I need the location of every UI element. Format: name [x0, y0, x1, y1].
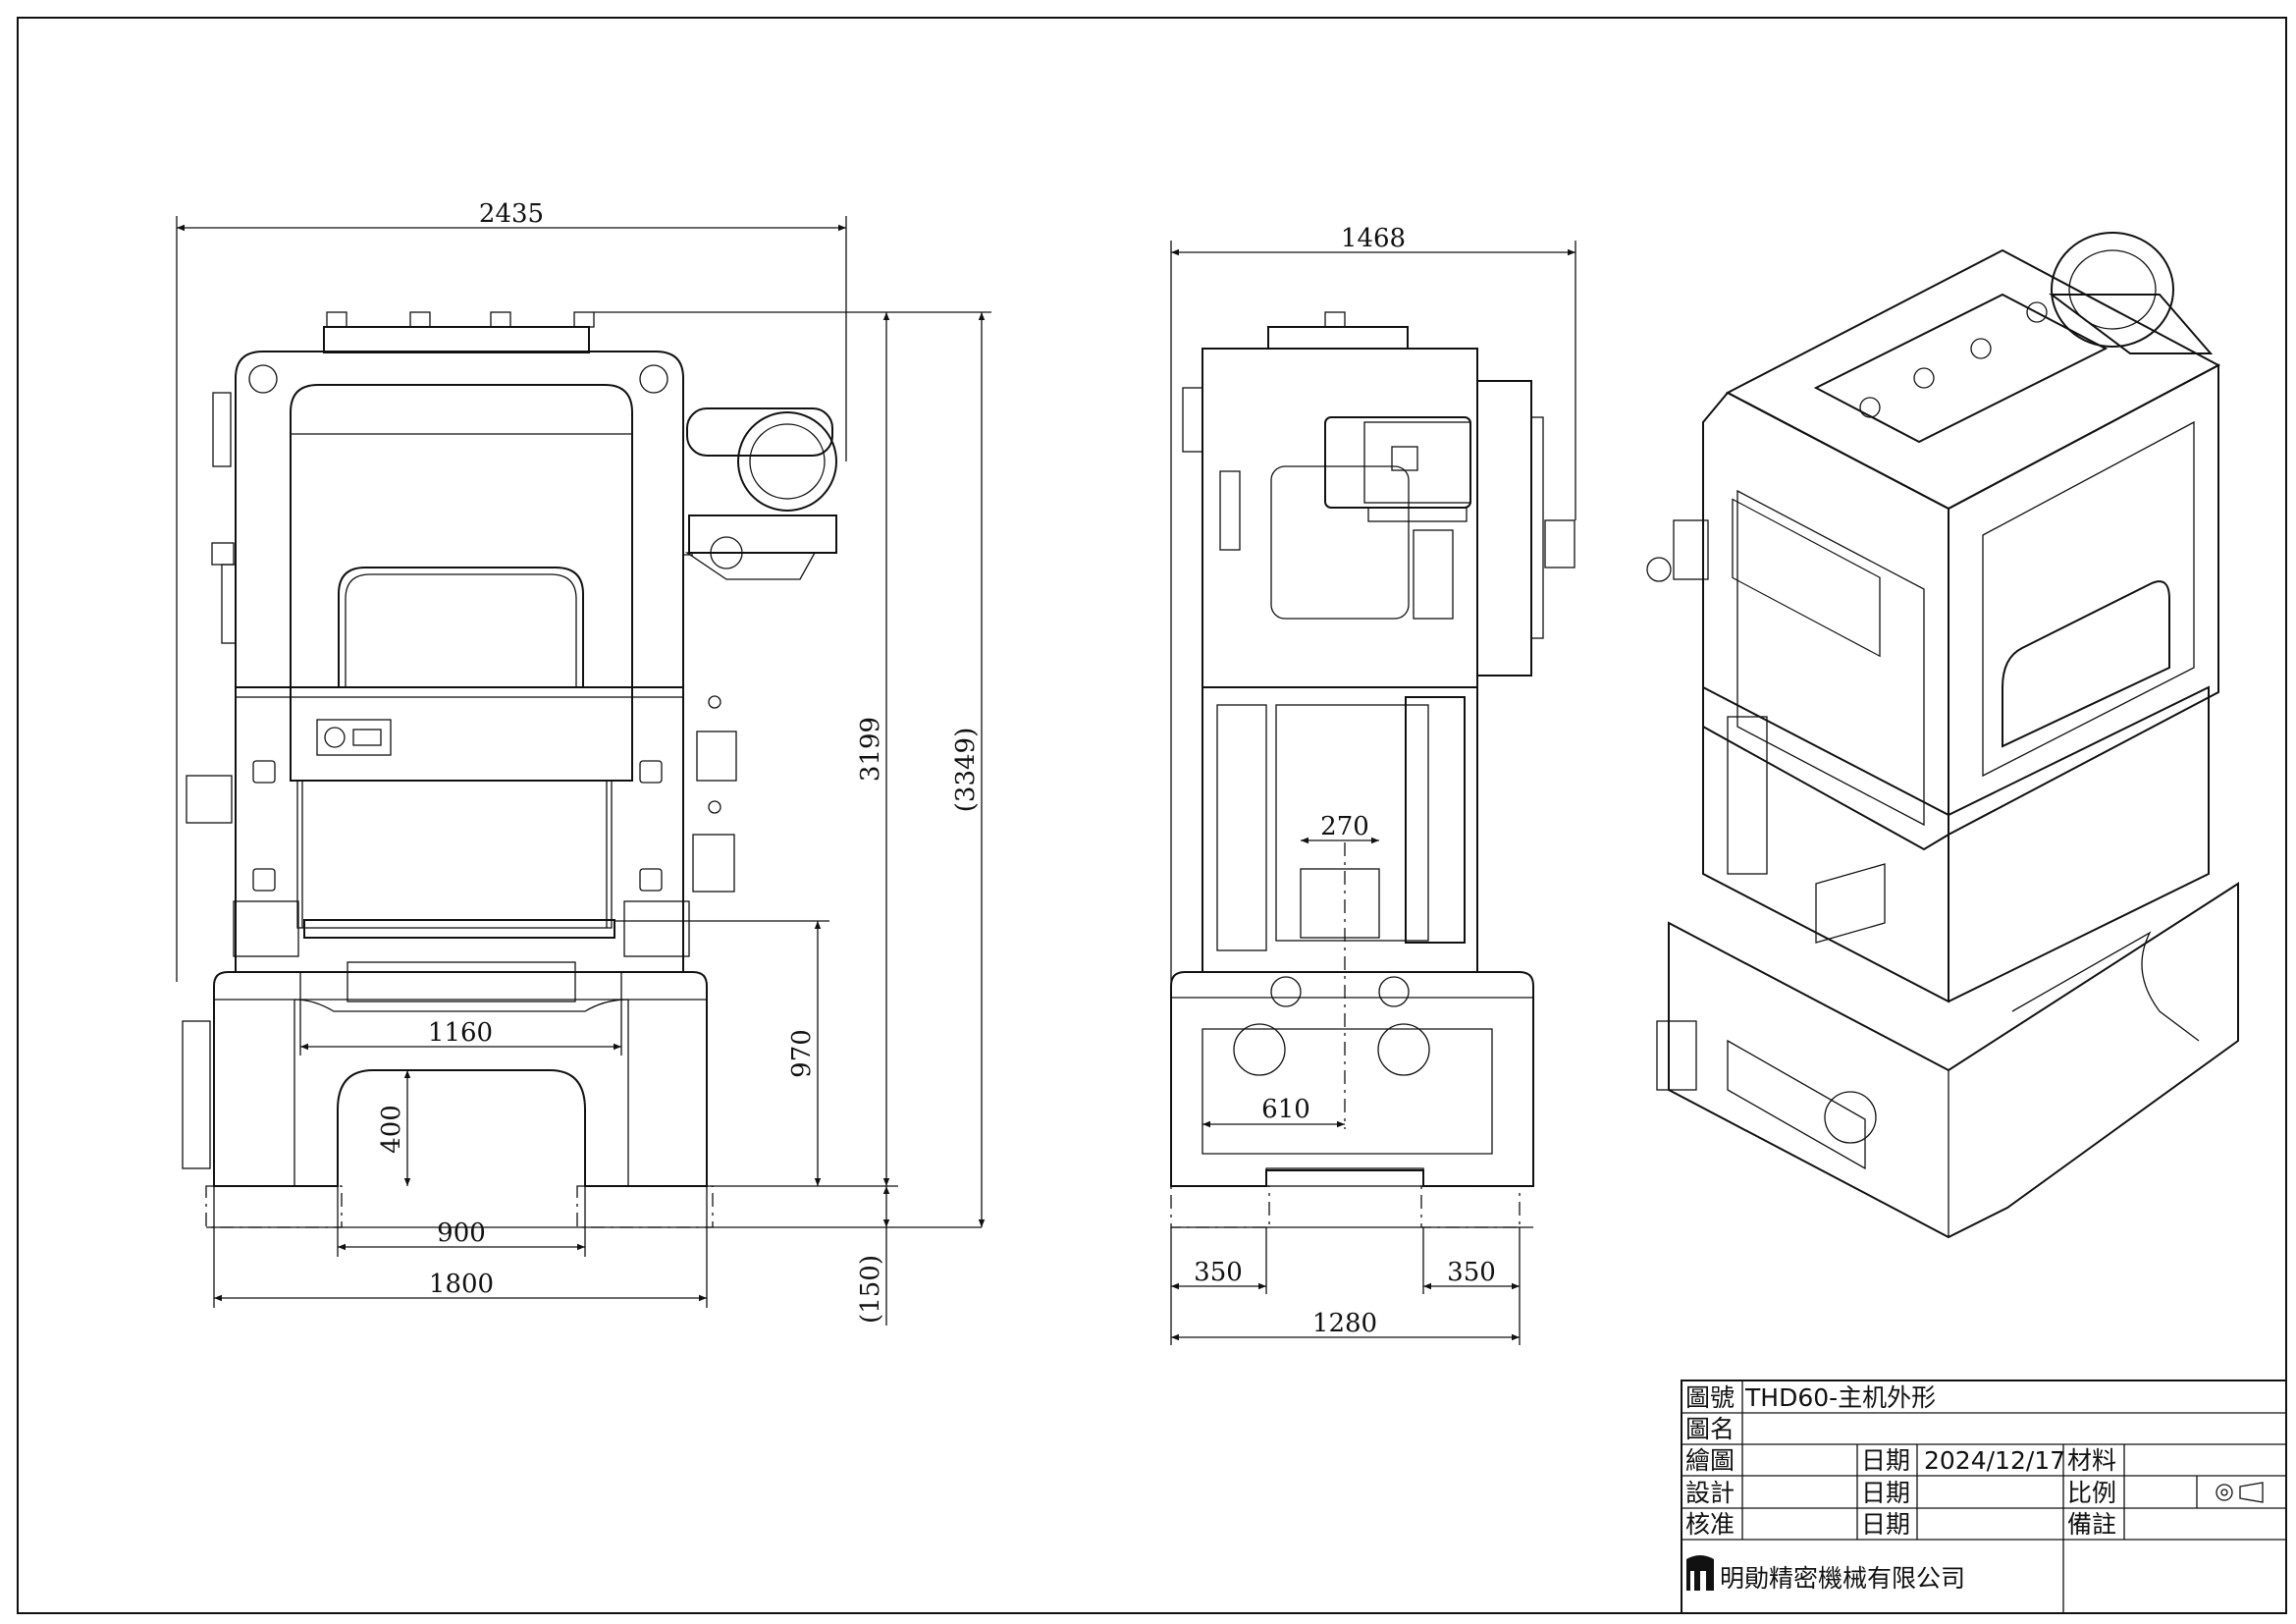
right-valves: [692, 695, 737, 893]
dim-3199: 3199: [594, 311, 903, 1186]
dim-label-base-depth: 1280: [1312, 1309, 1377, 1338]
side-inner-panel: [1275, 704, 1429, 942]
tb-material-label: 材料: [2067, 1446, 2116, 1475]
dim-label-overall-height: (3349): [951, 728, 981, 812]
projection-symbol-icon: [2216, 1482, 2264, 1503]
control-switch-box: [316, 719, 392, 756]
side-view: 1468 270 610 350 350 1280: [1170, 224, 1576, 1345]
dim-label-table-height: 970: [787, 1029, 817, 1078]
dim-1160: 1160: [299, 972, 622, 1056]
tb-design-label: 設計: [1685, 1479, 1735, 1507]
company-logo: [1686, 1555, 1714, 1591]
iso-base: [1668, 882, 2239, 1239]
tb-date-label-1: 日期: [1861, 1446, 1910, 1475]
bolster: [303, 919, 615, 939]
foundation-pad-right: [576, 1185, 714, 1228]
dim-label-bolster-depth: 610: [1261, 1095, 1310, 1124]
dim-label-overall-width: 2435: [479, 199, 544, 229]
tb-company-name: 明勛精密機械有限公司: [1720, 1564, 1965, 1593]
dim-400: 400: [377, 1070, 411, 1186]
tb-date-value: 2024/12/17: [1924, 1446, 2065, 1475]
dim-label-base-width: 1800: [429, 1270, 494, 1299]
tb-drawn-label: 繪圖: [1685, 1446, 1735, 1475]
dim-label-foot-right: 350: [1447, 1258, 1496, 1287]
left-valves: [182, 775, 233, 1169]
base: [213, 971, 708, 1187]
dim-350-right: 350: [1422, 1227, 1521, 1345]
dim-label-slide-opening: 270: [1320, 812, 1369, 841]
tb-approve-label: 核准: [1685, 1510, 1735, 1539]
dim-label-overall-depth: 1468: [1341, 224, 1406, 253]
tb-drawing-no-label: 圖號: [1685, 1383, 1735, 1412]
crown-cap: [323, 326, 590, 353]
tb-remarks-label: 備註: [2067, 1510, 2116, 1539]
dim-350-left: 350: [1170, 1227, 1267, 1345]
dim-label-foundation: (150): [856, 1255, 885, 1324]
slide-guard: [338, 567, 584, 687]
iso-frame: [1702, 391, 1949, 851]
dim-label-bed-opening: 1160: [428, 1018, 493, 1048]
lift-hole-right: [639, 364, 668, 394]
side-crown-cap: [1267, 326, 1409, 350]
isometric-view: [1646, 232, 2239, 1239]
side-base: [1170, 971, 1534, 1187]
side-frame-upper: [1201, 348, 1478, 688]
tb-date-label-2: 日期: [1861, 1479, 1910, 1507]
dim-970: 970: [614, 920, 898, 1187]
dim-270: 270: [1301, 812, 1379, 844]
side-foundation-left: [1170, 1185, 1270, 1228]
adjust-knobs: [326, 311, 595, 328]
dim-2435: 2435: [176, 199, 847, 982]
dim-label-height: 3199: [856, 717, 885, 782]
lift-hole-left: [248, 364, 278, 394]
frame-window-upper: [290, 384, 633, 687]
tb-scale-label: 比例: [2067, 1479, 2116, 1507]
frame-upper: [235, 351, 684, 688]
tb-drawing-no-value: THD60-主机外形: [1744, 1383, 1936, 1412]
motor-assembly: [683, 407, 837, 580]
iso-lower: [1702, 685, 1949, 1003]
iso-flywheel: [2049, 232, 2214, 354]
front-view: 2435 3199 (3349) (150) 970 1160: [176, 199, 991, 1326]
dim-1468: 1468: [1170, 224, 1576, 982]
title-block: 圖號 THD60-主机外形 圖名 繪圖 日期 2024/12/17 材料 設計 …: [1681, 1380, 2287, 1614]
tb-drawing-name-label: 圖名: [1685, 1415, 1735, 1443]
foundation-pad-left: [205, 1185, 343, 1228]
dim-150: (150): [856, 1186, 890, 1326]
dim-label-base-inner: 900: [437, 1218, 486, 1248]
dim-1800: 1800: [213, 1186, 708, 1308]
dim-610: 610: [1202, 1095, 1345, 1128]
slide-block: [290, 686, 633, 782]
dim-1280: 1280: [1171, 1309, 1520, 1341]
side-motor: [1324, 416, 1471, 522]
tb-date-label-3: 日期: [1861, 1510, 1910, 1539]
dim-label-base-opening-height: 400: [377, 1105, 406, 1154]
side-access-panel: [1270, 465, 1410, 620]
dim-3349: (3349): [903, 311, 991, 1227]
side-foundation-right: [1420, 1185, 1521, 1228]
iso-crown-top: [1725, 248, 2221, 511]
dim-label-foot-left: 350: [1194, 1258, 1243, 1287]
dim-900: 900: [337, 1186, 586, 1257]
sheet-border: [17, 17, 2287, 1614]
